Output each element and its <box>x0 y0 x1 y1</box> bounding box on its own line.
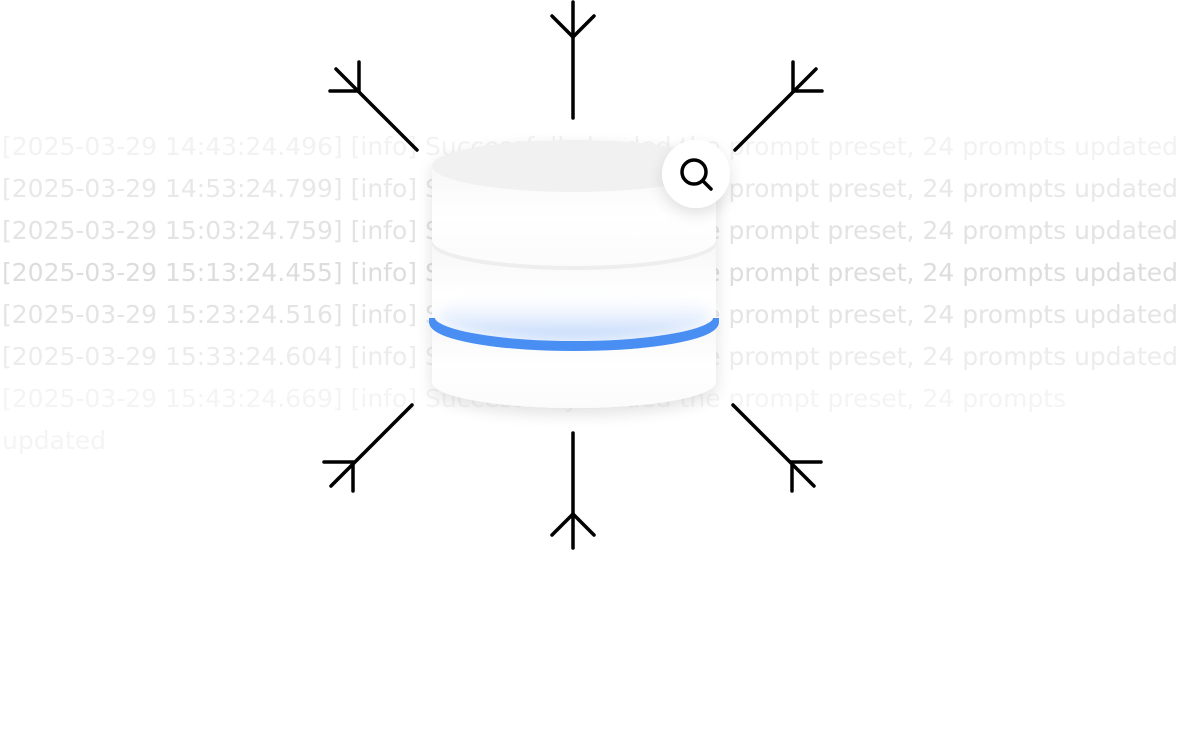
database-search-illustration <box>322 0 824 550</box>
arrow-icon-top-right <box>733 60 824 152</box>
search-icon <box>662 140 730 208</box>
arrow-icon-top <box>550 0 596 120</box>
arrow-icon-bottom-right <box>731 403 823 493</box>
arrow-icon-top-left <box>328 60 419 152</box>
database-icon <box>429 140 719 408</box>
arrow-icon-bottom <box>550 431 596 550</box>
arrow-icon-bottom-left <box>322 403 414 493</box>
